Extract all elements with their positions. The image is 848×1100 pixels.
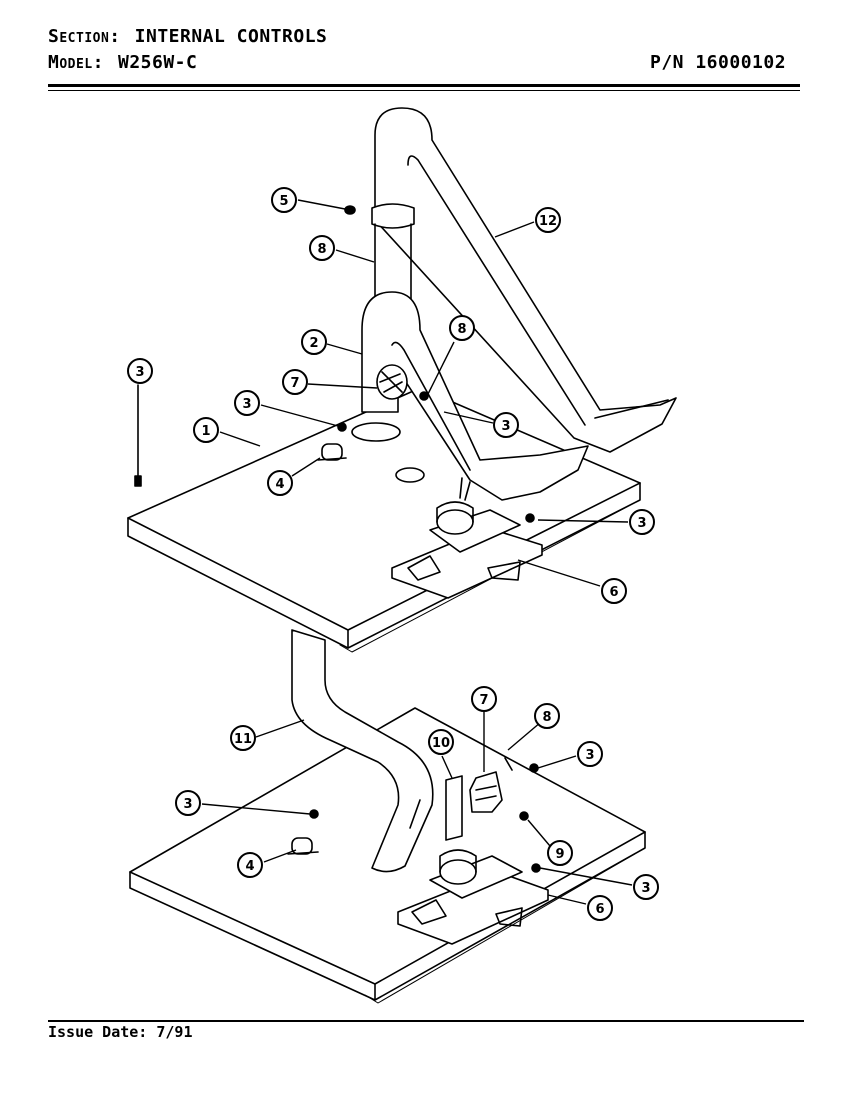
callout-2-text: 2 — [309, 336, 318, 351]
callout-8-top: 8 — [309, 235, 335, 261]
callout-11: 11 — [230, 725, 256, 751]
callout-12: 12 — [535, 207, 561, 233]
callout-1-text: 1 — [201, 424, 210, 439]
callout-8-mid-text: 8 — [457, 322, 466, 337]
callout-3-upper-c: 3 — [629, 509, 655, 535]
valve-7-upper — [376, 364, 429, 401]
bracket-10 — [445, 775, 463, 841]
callout-3-lower-b-text: 3 — [183, 797, 192, 812]
section-line: Section: INTERNAL CONTROLS — [48, 26, 327, 47]
callout-4-lower: 4 — [237, 852, 263, 878]
callout-3-upper-b-text: 3 — [501, 419, 510, 434]
screw-3-left — [134, 384, 142, 487]
header-rule-top — [48, 84, 800, 87]
callout-1: 1 — [193, 417, 219, 443]
callout-6-lower-text: 6 — [595, 902, 604, 917]
callout-4-upper: 4 — [267, 470, 293, 496]
callout-6-upper-text: 6 — [609, 585, 618, 600]
callout-7-lower: 7 — [471, 686, 497, 712]
callout-6-upper: 6 — [601, 578, 627, 604]
callout-3-left-text: 3 — [135, 365, 144, 380]
tube-8 — [374, 223, 412, 301]
callout-4-lower-text: 4 — [245, 859, 254, 874]
callout-3-lower-a: 3 — [577, 741, 603, 767]
leader-lines — [201, 199, 633, 905]
callout-3-lower-b: 3 — [175, 790, 201, 816]
callout-8-mid: 8 — [449, 315, 475, 341]
section-label: Section: — [48, 26, 121, 47]
callout-3-upper-a: 3 — [234, 390, 260, 416]
hose-11 — [291, 629, 434, 873]
issue-date: Issue Date: 7/91 — [48, 1023, 193, 1041]
callout-3-upper-c-text: 3 — [637, 516, 646, 531]
callout-3-lower-c-text: 3 — [641, 881, 650, 896]
callout-10: 10 — [428, 729, 454, 755]
callout-8-lower: 8 — [534, 703, 560, 729]
callout-5: 5 — [271, 187, 297, 213]
callouts: 5 8 12 2 8 7 3 3 3 1 4 3 6 7 8 11 10 3 3… — [127, 187, 659, 921]
hose-12 — [374, 107, 677, 453]
hose-2 — [351, 291, 589, 501]
callout-8-top-text: 8 — [317, 242, 326, 257]
callout-9: 9 — [547, 840, 573, 866]
part-number: P/N 16000102 — [650, 52, 787, 73]
callout-7-lower-text: 7 — [479, 693, 488, 708]
callout-3-left: 3 — [127, 358, 153, 384]
callout-3-upper-b: 3 — [493, 412, 519, 438]
callout-10-text: 10 — [432, 736, 450, 751]
callout-12-text: 12 — [539, 214, 557, 229]
callout-7-upper: 7 — [282, 369, 308, 395]
callout-4-upper-text: 4 — [275, 477, 284, 492]
section-value: INTERNAL CONTROLS — [134, 26, 328, 47]
header-rule-bottom — [48, 90, 800, 91]
timer-assembly-6-upper — [391, 477, 543, 599]
callout-8-lower-text: 8 — [542, 710, 551, 725]
part-4-lower — [287, 809, 319, 855]
part-4-upper — [317, 422, 347, 461]
callout-2: 2 — [301, 329, 327, 355]
callout-6-lower: 6 — [587, 895, 613, 921]
valve-7-lower — [469, 757, 539, 821]
model-line: Model: W256W-C — [48, 52, 197, 73]
callout-5-text: 5 — [279, 194, 288, 209]
footer-rule — [48, 1020, 804, 1022]
callout-9-text: 9 — [555, 847, 564, 862]
callout-3-lower-c: 3 — [633, 874, 659, 900]
clamp-5 — [344, 203, 415, 229]
callout-7-upper-text: 7 — [290, 376, 299, 391]
model-value: W256W-C — [117, 52, 198, 73]
callout-3-upper-a-text: 3 — [242, 397, 251, 412]
timer-assembly-6-lower — [397, 849, 549, 945]
model-label: Model: — [48, 52, 104, 73]
callout-11-text: 11 — [234, 732, 252, 747]
callout-3-lower-a-text: 3 — [585, 748, 594, 763]
